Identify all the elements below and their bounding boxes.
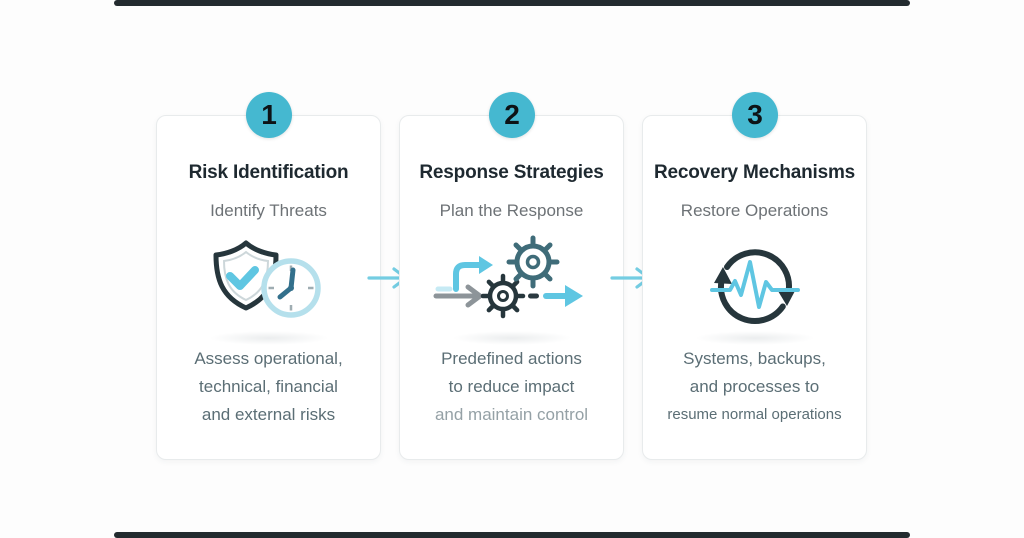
step-card-recovery-mechanisms: 3 Recovery Mechanisms Restore Operations… xyxy=(642,92,867,460)
description-line: resume normal operations xyxy=(667,406,842,423)
step-title: Risk Identification xyxy=(188,162,349,183)
step-title: Response Strategies xyxy=(419,162,604,183)
step-subtitle: Identify Threats xyxy=(210,201,327,220)
step-description: Systems, backups, and processes to resum… xyxy=(643,345,866,429)
cycle-pulse-icon xyxy=(675,234,835,345)
step-number: 1 xyxy=(261,99,277,130)
step-subtitle: Plan the Response xyxy=(439,201,584,220)
step-description: Assess operational, technical, financial… xyxy=(157,345,380,429)
description-line: and external risks xyxy=(201,405,336,424)
description-line: to reduce impact xyxy=(448,377,575,396)
description-line: and maintain control xyxy=(434,405,589,424)
step-subtitle: Restore Operations xyxy=(680,201,829,220)
top-decor-bar xyxy=(114,0,910,6)
bottom-decor-bar xyxy=(114,532,910,538)
step-number: 2 xyxy=(504,99,520,130)
description-line: Predefined actions xyxy=(441,349,582,368)
step-description: Predefined actions to reduce impact and … xyxy=(400,345,623,429)
shield-check-clock-icon xyxy=(189,234,349,345)
step-card-risk-identification: 1 Risk Identification Identify Threats A… xyxy=(156,92,381,460)
description-line: Systems, backups, xyxy=(683,349,826,368)
step-number-badge: 1 xyxy=(246,92,292,138)
description-line: Assess operational, xyxy=(194,349,343,368)
step-title: Recovery Mechanisms xyxy=(653,162,856,183)
step-number-badge: 3 xyxy=(732,92,778,138)
description-line: technical, financial xyxy=(199,377,338,396)
step-card-response-strategies: 2 Response Strategies Plan the Response xyxy=(399,92,624,460)
step-number: 3 xyxy=(747,99,763,130)
step-number-badge: 2 xyxy=(489,92,535,138)
description-line: and processes to xyxy=(689,377,820,396)
gears-arrows-icon xyxy=(432,234,592,345)
